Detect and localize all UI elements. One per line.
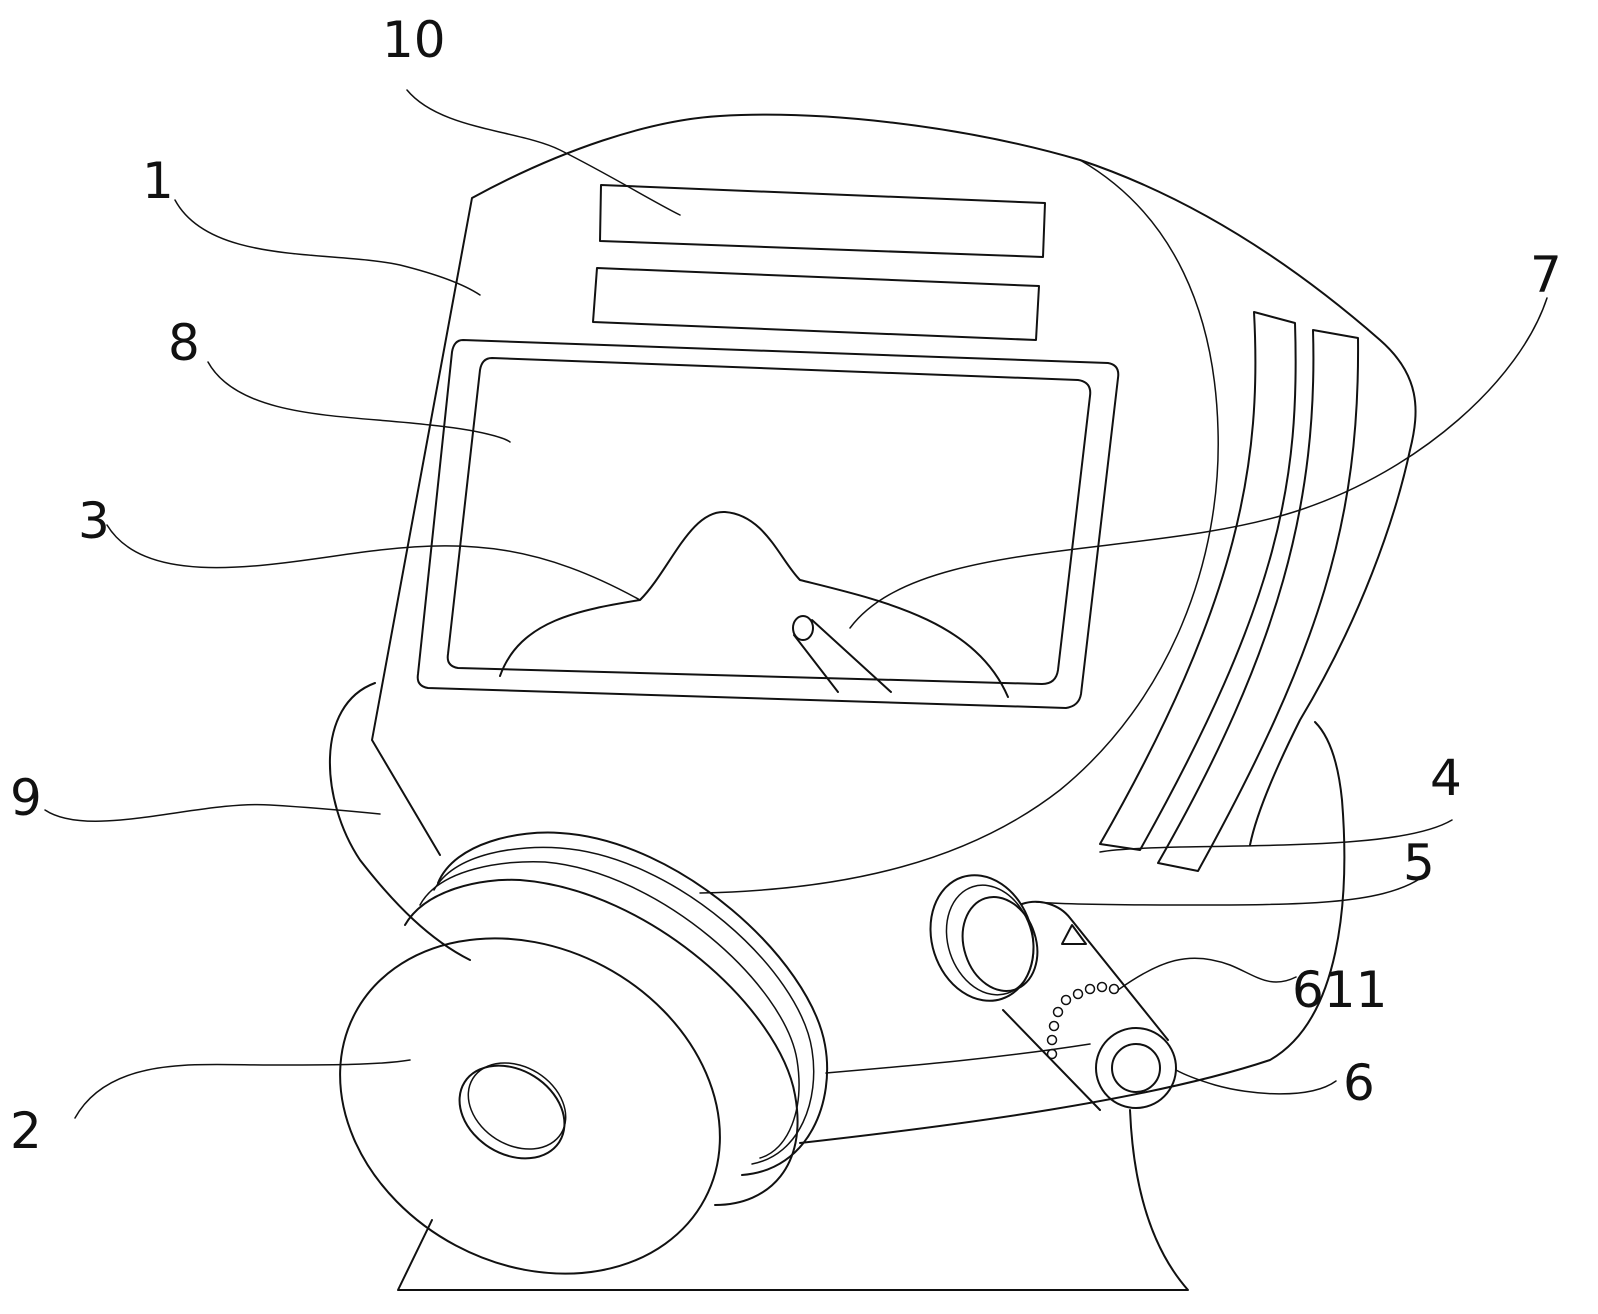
label-9: 9	[10, 769, 42, 827]
visor-glass	[448, 358, 1091, 684]
valve-outlet-tube	[1003, 902, 1168, 1110]
top-strip-lower	[593, 268, 1039, 340]
seal-ring-lower	[800, 722, 1344, 1143]
filter-canister-face	[281, 874, 779, 1314]
visor-frame	[418, 340, 1119, 708]
outlet-pipe-outer	[1096, 1028, 1176, 1108]
label-5: 5	[1403, 834, 1435, 892]
label-7: 7	[1530, 246, 1562, 304]
label-1: 1	[142, 152, 174, 210]
label-3: 3	[78, 492, 110, 550]
outlet-pipe-inner	[1112, 1044, 1160, 1092]
vent-holes	[1048, 983, 1119, 1059]
label-6: 6	[1343, 1054, 1375, 1112]
label-4: 4	[1430, 749, 1462, 807]
neck-base	[398, 1110, 1188, 1290]
label-611: 611	[1292, 961, 1387, 1019]
filter-inlet	[442, 1047, 581, 1178]
mask-shell-inner	[700, 160, 1218, 893]
tube-body	[794, 620, 891, 692]
label-8: 8	[168, 314, 200, 372]
filter-canister-side	[405, 880, 798, 1205]
canister-mount-ring	[438, 833, 827, 1175]
side-strip-right	[1158, 330, 1358, 871]
label-10: 10	[382, 11, 446, 69]
filter-inlet-rim	[452, 1045, 582, 1166]
inner-half-mask	[500, 512, 1008, 697]
label-2: 2	[10, 1102, 42, 1160]
mask-shell	[372, 115, 1416, 855]
canister-mount-ring-2	[434, 847, 814, 1164]
top-strip-upper	[600, 185, 1045, 257]
seal-ring	[330, 683, 470, 960]
canister-mount-ring-3	[420, 862, 799, 1158]
